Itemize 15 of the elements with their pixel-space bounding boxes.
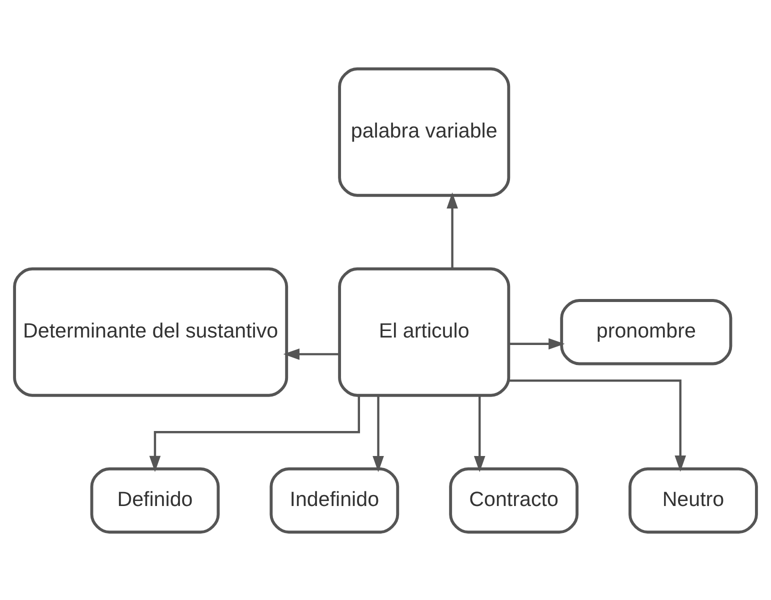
node-box: Indefinido [270,466,400,534]
arrow [508,379,686,472]
arrow [474,395,486,472]
arrow [283,348,340,360]
node-box: Determinante del sustantivo [13,266,288,396]
node-box: palabra variable [338,66,510,196]
arrow [149,394,360,472]
arrow [372,395,384,472]
arrow [446,192,458,268]
node-box: El articulo [338,266,510,396]
node-box: Definido [90,466,220,534]
node-box: Neutro [628,466,758,534]
node-box: Contracto [449,466,579,534]
node-box: pronombre [560,298,732,365]
arrow [508,338,565,350]
